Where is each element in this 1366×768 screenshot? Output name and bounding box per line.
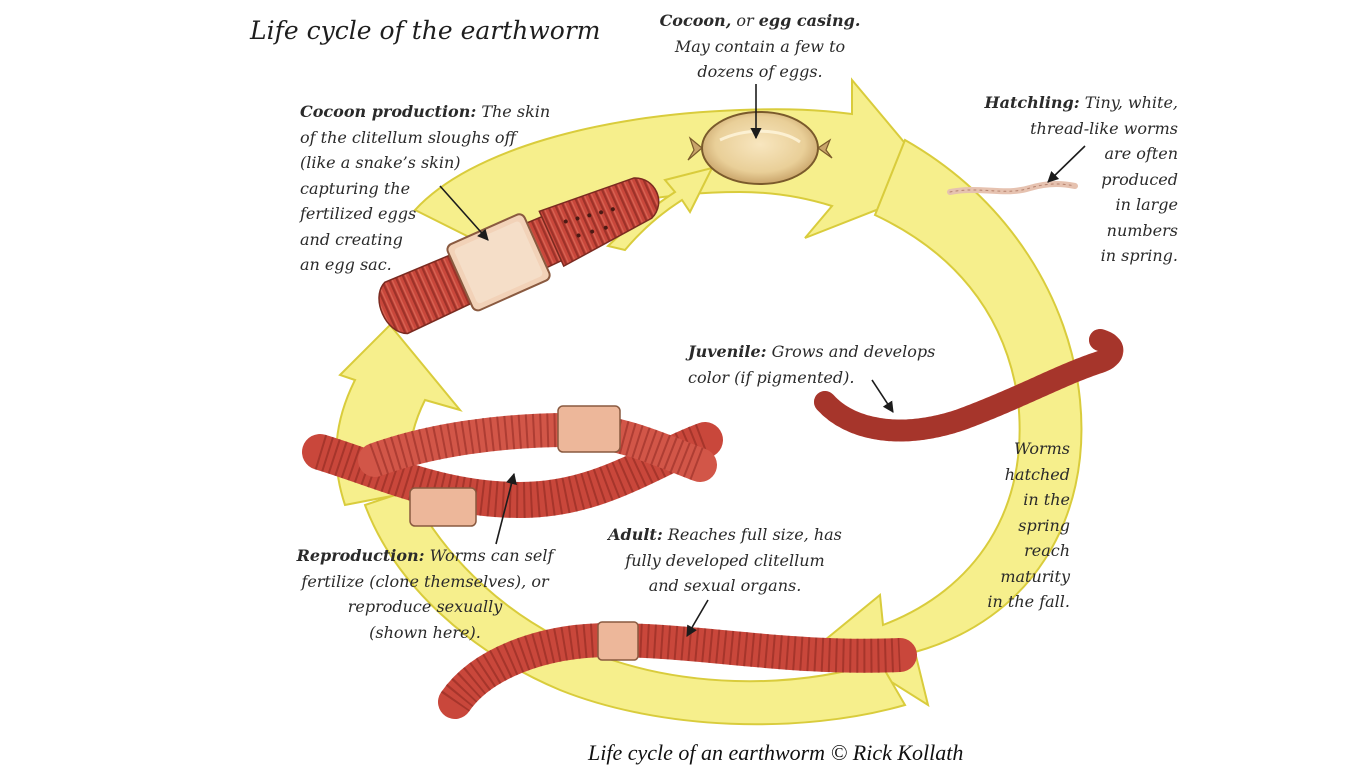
maturity-line: reach — [1024, 541, 1070, 560]
maturity-line: in the fall. — [987, 592, 1070, 611]
maturity-line: spring — [1018, 515, 1070, 535]
cocoon-production-line: of the clitellum sloughs off — [300, 127, 516, 147]
hatchling-line: in spring. — [1100, 246, 1178, 265]
cocoon-line: dozens of eggs. — [697, 62, 823, 81]
cocoon-line1: or — [731, 11, 759, 30]
reproduction-line: (shown here). — [369, 622, 481, 642]
maturity-line: hatched — [1004, 464, 1070, 484]
adult-line: fully developed clitellum — [625, 550, 825, 570]
label-maturity-note: Worms hatched in the spring reach maturi… — [900, 436, 1070, 615]
label-cocoon: Cocoon, or egg casing. May contain a few… — [640, 8, 880, 85]
adult-line1: Reaches full size, has — [662, 525, 842, 544]
hatchling-line: are often — [1104, 144, 1179, 163]
diagram-title: Life cycle of the earthworm — [250, 16, 601, 45]
hatchling-line1: Tiny, white, — [1079, 93, 1178, 112]
juvenile-heading: Juvenile: — [688, 342, 767, 361]
leader-lines — [439, 84, 1086, 637]
maturity-line: Worms — [1013, 439, 1070, 458]
maturity-line: maturity — [1000, 566, 1070, 586]
cocoon-production-worm — [378, 177, 660, 335]
juvenile-line1: Grows and develops — [766, 342, 936, 361]
reproduction-heading: Reproduction: — [296, 546, 425, 565]
label-cocoon-production: Cocoon production: The skin of the clite… — [300, 99, 550, 278]
hatchling-line: produced — [1101, 169, 1178, 189]
reproduction-line1: Worms can self — [424, 546, 554, 565]
label-juvenile: Juvenile: Grows and develops color (if p… — [688, 339, 935, 390]
cocoon-heading: Cocoon, — [659, 11, 732, 30]
cocoon-production-line: fertilized eggs — [300, 204, 417, 223]
hatchling-line: in large — [1115, 195, 1178, 214]
adult-worm — [438, 621, 917, 719]
cocoon-production-line1: The skin — [476, 102, 551, 121]
label-adult: Adult: Reaches full size, has fully deve… — [585, 522, 865, 599]
cocoon-line: May contain a few to — [674, 36, 846, 56]
hatchling-line: numbers — [1106, 220, 1178, 240]
hatchling-heading: Hatchling: — [984, 93, 1080, 112]
reproduction-line: reproduce sexually — [347, 597, 503, 616]
reproduction-line: fertilize (clone themselves), or — [301, 571, 549, 591]
cocoon-production-line: capturing the — [300, 178, 411, 198]
maturity-line: in the — [1023, 490, 1070, 509]
cocoon-production-line: (like a snake’s skin) — [300, 153, 461, 172]
reproduction-worms — [302, 405, 723, 527]
cocoon-production-line: an egg sac. — [300, 255, 392, 274]
juvenile-line: color (if pigmented). — [688, 367, 855, 387]
hatchling-line: thread-like worms — [1030, 118, 1178, 138]
cocoon-production-line: and creating — [300, 229, 403, 249]
cocoon-production-heading: Cocoon production: — [300, 102, 477, 121]
cocoon-illustration — [687, 111, 833, 185]
cocoon-heading-2: egg casing. — [758, 11, 861, 30]
adult-heading: Adult: — [608, 525, 663, 544]
label-reproduction: Reproduction: Worms can self fertilize (… — [270, 543, 580, 645]
arrow-right — [823, 138, 1083, 708]
image-credit: Life cycle of an earthworm © Rick Kollat… — [588, 740, 964, 765]
label-hatchling: Hatchling: Tiny, white, thread-like worm… — [950, 90, 1178, 269]
adult-line: and sexual organs. — [648, 576, 802, 595]
